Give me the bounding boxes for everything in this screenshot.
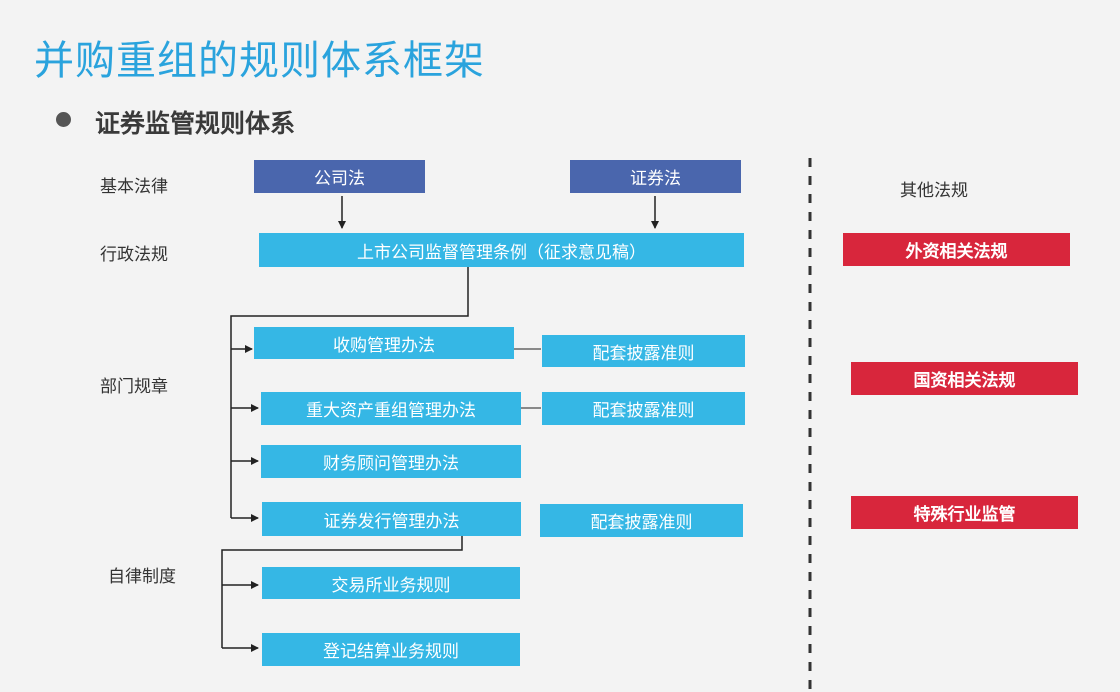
foreign-investment-regulations-box: 外资相关法规 xyxy=(843,233,1070,266)
row-label-other-regulations: 其他法规 xyxy=(900,181,968,200)
disclosure-rules-box-issuance: 配套披露准则 xyxy=(540,504,743,537)
admin-regulation-box: 上市公司监督管理条例（征求意见稿） xyxy=(259,233,744,267)
securities-law-box: 证券法 xyxy=(570,160,741,193)
disclosure-rules-box-acquisition: 配套披露准则 xyxy=(542,335,745,367)
state-owned-asset-regulations-box: 国资相关法规 xyxy=(851,362,1078,395)
financial-advisor-rules-box: 财务顾问管理办法 xyxy=(261,445,521,478)
major-asset-restructuring-box: 重大资产重组管理办法 xyxy=(261,392,521,425)
clearing-rules-box: 登记结算业务规则 xyxy=(262,633,520,666)
company-law-box: 公司法 xyxy=(254,160,425,193)
page-title: 并购重组的规则体系框架 xyxy=(34,39,485,83)
row-label-department-rules: 部门规章 xyxy=(100,377,168,396)
section-subtitle: 证券监管规则体系 xyxy=(95,110,296,138)
securities-issuance-rules-box: 证券发行管理办法 xyxy=(262,502,521,536)
row-label-basic-law: 基本法律 xyxy=(100,177,168,196)
disclosure-rules-box-major-asset: 配套披露准则 xyxy=(542,392,745,425)
bullet-icon xyxy=(56,112,71,127)
special-industry-supervision-box: 特殊行业监管 xyxy=(851,496,1078,529)
row-label-self-regulation: 自律制度 xyxy=(108,567,176,586)
row-label-admin-regulation: 行政法规 xyxy=(100,245,168,264)
acquisition-rules-box: 收购管理办法 xyxy=(254,327,514,359)
exchange-rules-box: 交易所业务规则 xyxy=(262,567,520,599)
